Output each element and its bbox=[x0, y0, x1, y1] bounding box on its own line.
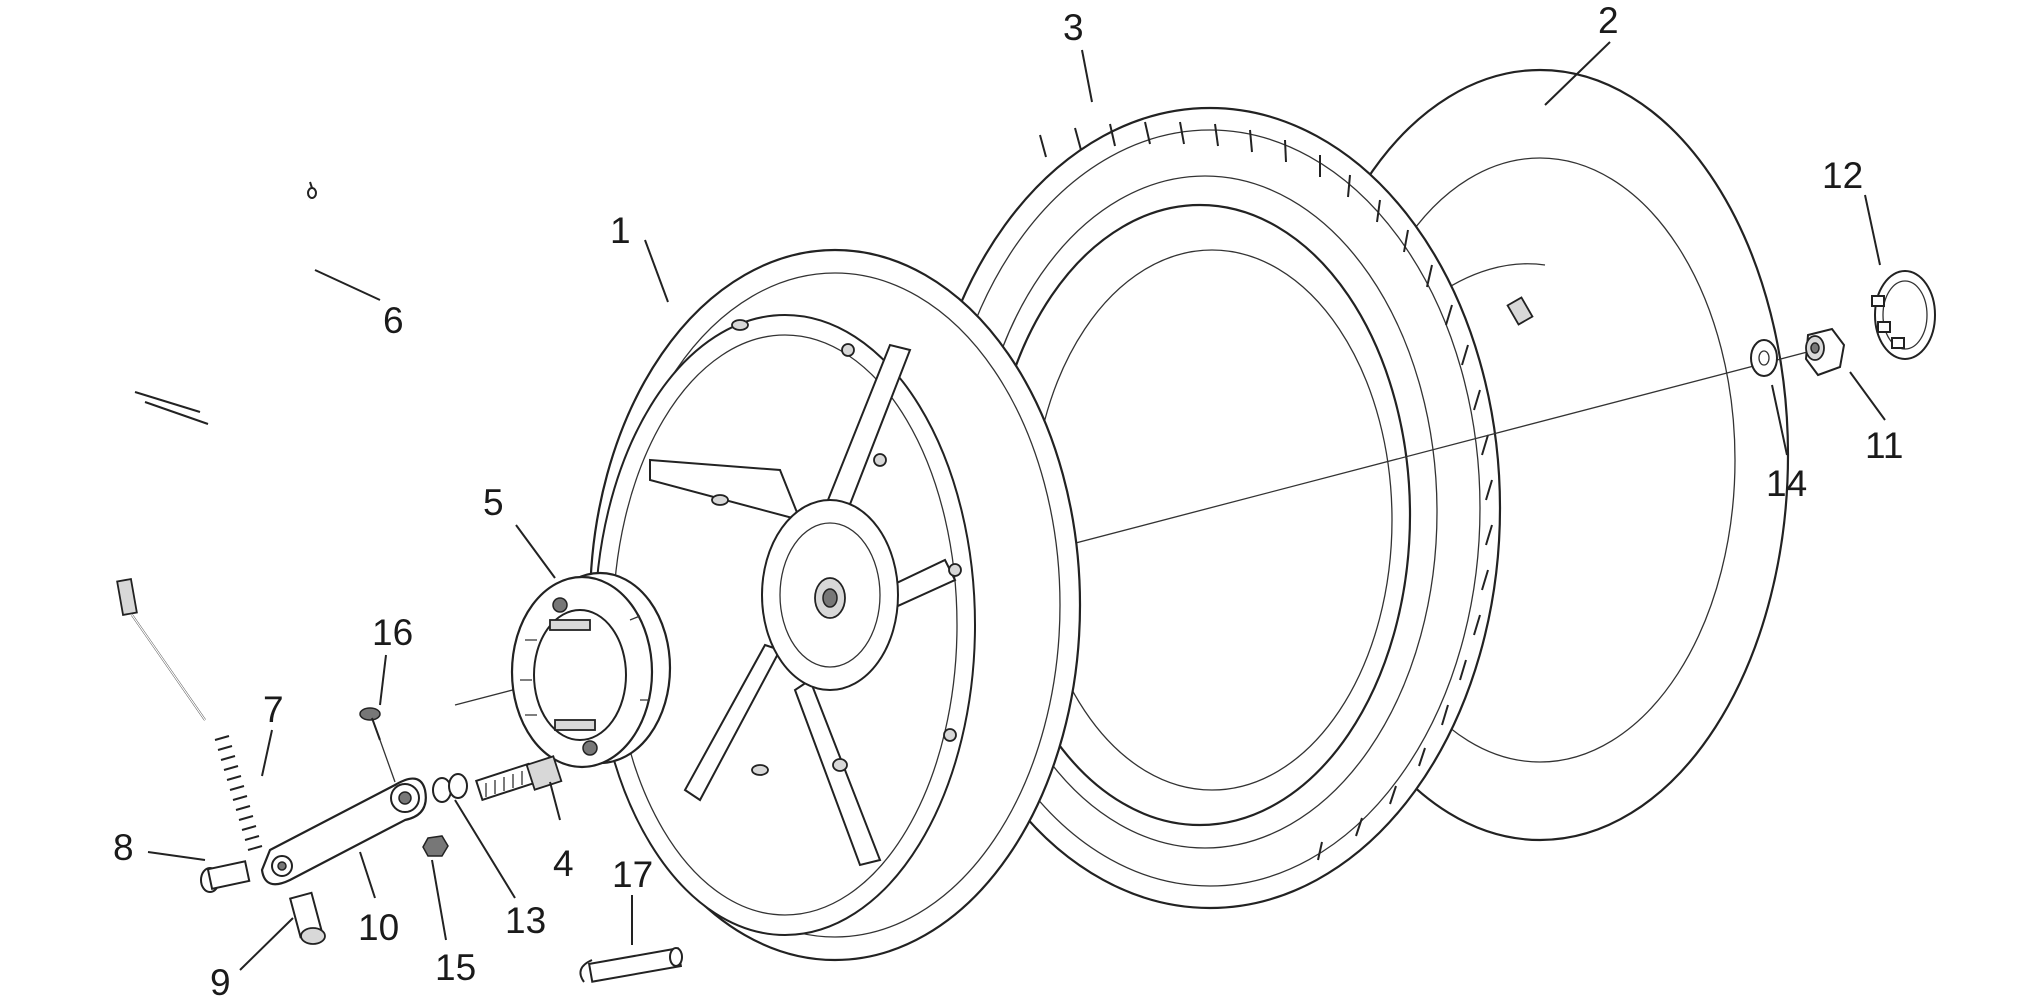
leader-9 bbox=[239, 917, 294, 971]
leader-2 bbox=[1544, 41, 1611, 106]
leader-7 bbox=[261, 729, 273, 777]
callout-labels: 1 2 3 4 5 6 7 8 9 10 11 12 13 14 15 16 1… bbox=[113, 0, 1903, 996]
callout-label-6: 6 bbox=[383, 300, 404, 341]
rim-part bbox=[588, 248, 1082, 962]
leader-6 bbox=[314, 269, 381, 301]
brake-cable-part bbox=[116, 181, 317, 721]
leader-10 bbox=[359, 851, 376, 899]
callout-label-8: 8 bbox=[113, 827, 134, 868]
callout-label-13: 13 bbox=[505, 900, 546, 941]
brake-shoe-part bbox=[510, 571, 672, 769]
nut-part bbox=[422, 835, 449, 857]
leader-16 bbox=[379, 654, 387, 706]
leader-lines bbox=[147, 41, 1886, 971]
callout-label-16: 16 bbox=[372, 612, 413, 653]
callout-label-14: 14 bbox=[1766, 463, 1807, 504]
leader-1 bbox=[644, 239, 669, 303]
leader-13 bbox=[454, 799, 516, 899]
bolt-part bbox=[288, 891, 326, 945]
callout-label-7: 7 bbox=[263, 689, 284, 730]
screw-part bbox=[359, 707, 396, 783]
callout-label-9: 9 bbox=[210, 962, 231, 996]
leader-8 bbox=[147, 851, 206, 861]
callout-label-2: 2 bbox=[1598, 0, 1619, 41]
axle-nut-part bbox=[1804, 327, 1846, 377]
brake-cam-part bbox=[474, 755, 563, 802]
leader-12 bbox=[1864, 194, 1881, 266]
callout-label-5: 5 bbox=[483, 482, 504, 523]
brake-lever-part bbox=[260, 777, 427, 886]
leader-14 bbox=[1771, 384, 1788, 456]
callout-label-10: 10 bbox=[358, 907, 399, 948]
callout-label-15: 15 bbox=[435, 947, 476, 988]
leader-5 bbox=[515, 524, 556, 579]
spring-part bbox=[214, 735, 263, 851]
pin-part bbox=[200, 860, 251, 893]
callout-label-12: 12 bbox=[1822, 155, 1863, 196]
callout-label-4: 4 bbox=[553, 843, 574, 884]
leader-4 bbox=[549, 781, 561, 821]
callout-label-1: 1 bbox=[610, 210, 631, 251]
hub-cap-part bbox=[1871, 270, 1936, 360]
o-ring-part bbox=[432, 773, 468, 803]
callout-label-17: 17 bbox=[612, 854, 653, 895]
split-pin-part bbox=[579, 947, 683, 983]
washer-part bbox=[1750, 339, 1778, 377]
leader-3 bbox=[1081, 49, 1093, 103]
leader-15 bbox=[431, 859, 447, 941]
callout-label-11: 11 bbox=[1865, 425, 1903, 466]
callout-label-3: 3 bbox=[1063, 7, 1084, 48]
leader-11 bbox=[1849, 371, 1886, 421]
